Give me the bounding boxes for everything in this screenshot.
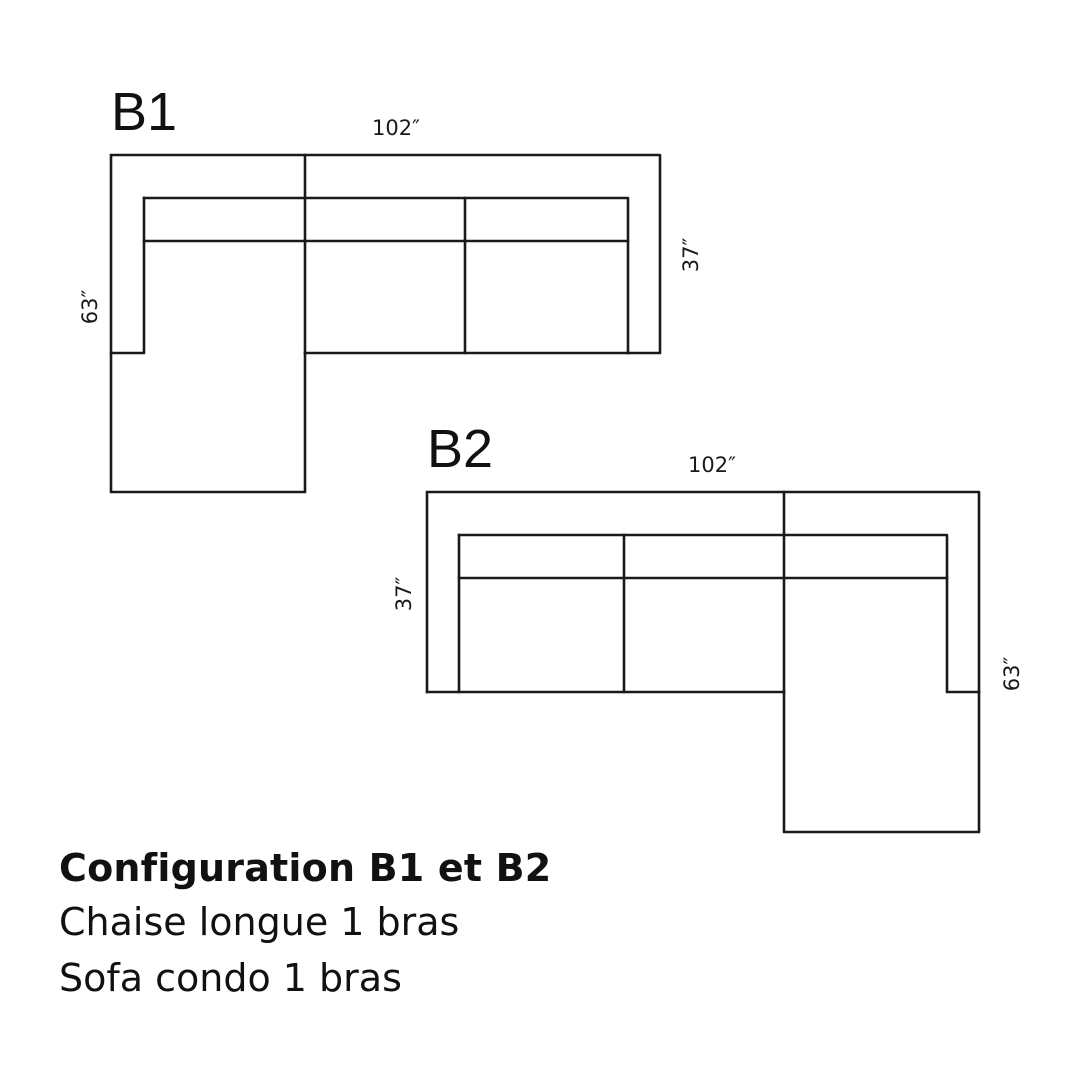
b1-label: B1	[111, 82, 177, 142]
b2-left-arm	[425, 533, 461, 694]
b1-left-depth-dimension: 63″	[78, 290, 102, 325]
b1-configuration: B1 102″ 37″ 63″	[78, 82, 703, 494]
caption-line-chaise: Chaise longue 1 bras	[59, 900, 460, 944]
b1-back-cushion-top	[142, 196, 630, 355]
b2-outer-outline	[425, 490, 981, 834]
b2-label: B2	[427, 419, 493, 479]
b2-left-depth-dimension: 37″	[392, 577, 416, 612]
caption-title: Configuration B1 et B2	[59, 846, 552, 890]
b1-width-dimension: 102″	[372, 116, 420, 140]
b1-outer-outline	[109, 153, 662, 494]
b1-left-arm	[109, 196, 146, 355]
caption: Configuration B1 et B2 Chaise longue 1 b…	[59, 842, 551, 1006]
b2-width-dimension: 102″	[688, 453, 736, 477]
caption-line-sofa: Sofa condo 1 bras	[59, 956, 402, 1000]
b2-back-cushion-top	[457, 533, 981, 694]
b1-right-depth-dimension: 37″	[679, 238, 703, 273]
b2-configuration: B2 102″ 37″ 63″	[392, 419, 1024, 834]
b2-right-depth-dimension: 63″	[1000, 657, 1024, 692]
